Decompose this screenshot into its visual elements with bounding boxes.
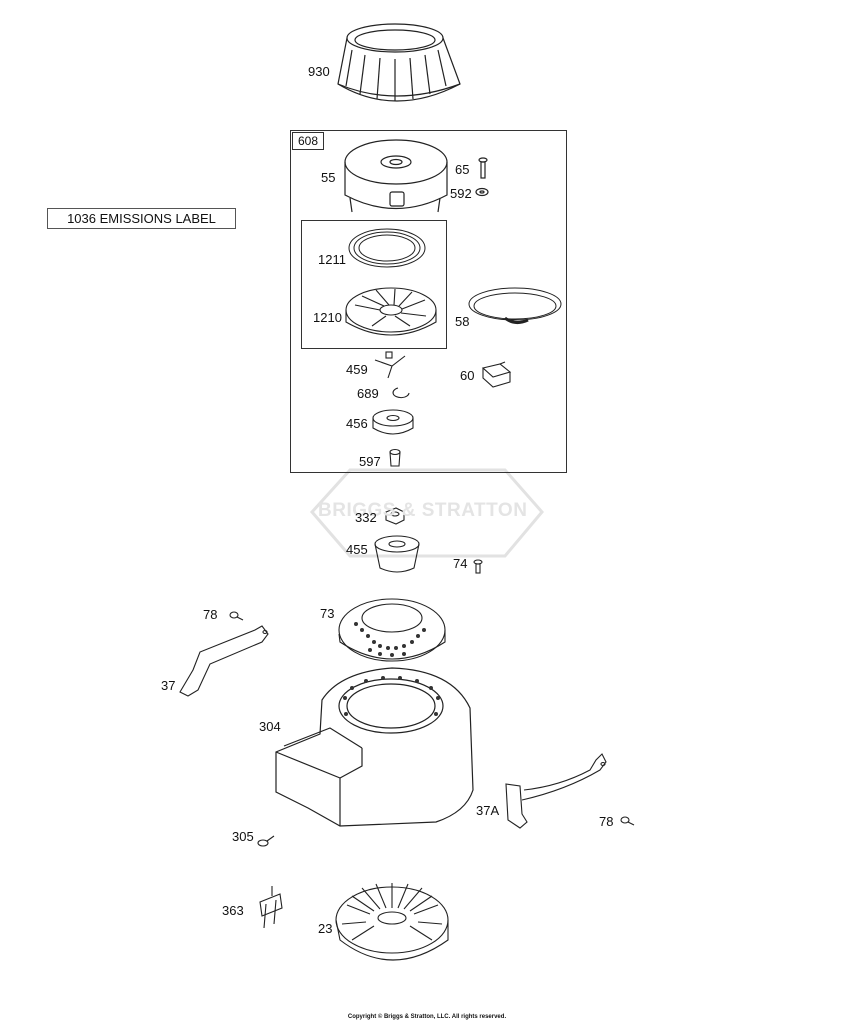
part-78-bolt-left [229,611,244,621]
callout-459: 459 [346,362,368,377]
callout-455: 455 [346,542,368,557]
part-73-screen [338,598,446,662]
callout-23: 23 [318,921,333,936]
callout-304: 304 [259,719,281,734]
copyright-text: Copyright © Briggs & Stratton, LLC. All … [347,1014,507,1020]
part-60-handle [481,361,512,388]
part-689-ring [392,387,410,399]
part-930-ring [337,23,461,102]
part-1210-pulley [345,287,437,336]
part-459-dog [374,351,406,379]
group-608-label: 608 [292,132,324,150]
part-58-rope [468,287,562,325]
callout-363: 363 [222,903,244,918]
part-332-nut [385,507,405,525]
callout-60: 60 [460,368,475,383]
callout-1210: 1210 [313,310,342,325]
callout-597: 597 [359,454,381,469]
callout-37A: 37A [476,803,500,818]
pulley-subgroup-box [301,220,447,349]
part-73-holes [354,622,426,657]
emissions-label: 1036 EMISSIONS LABEL [47,208,236,229]
part-78-bolt-right [620,816,635,826]
group-608-box [290,130,567,473]
part-592-nut [475,187,489,197]
part-363-bracket [259,886,283,929]
part-597-screw [389,448,401,467]
part-65-screw [478,157,488,179]
callout-55: 55 [321,170,336,185]
part-37A-baffle [505,753,607,829]
callout-58: 58 [455,314,470,329]
watermark-outline [309,468,544,558]
callout-456: 456 [346,416,368,431]
callout-930: 930 [308,64,330,79]
part-456-retainer [372,409,414,435]
part-1211-spring [348,228,426,268]
watermark-text: BRIGGS & STRATTON [318,500,528,521]
callout-592: 592 [450,186,472,201]
part-55-starter-housing [344,139,448,213]
part-74-screw [473,559,483,574]
callout-37: 37 [161,678,176,693]
callout-74: 74 [453,556,468,571]
callout-1211: 1211 [318,252,346,267]
part-304-holes [343,676,440,716]
callout-305: 305 [232,829,254,844]
part-455-cup [374,535,420,573]
callout-332: 332 [355,510,377,525]
part-305-screw [257,835,275,847]
callout-78-left: 78 [203,607,218,622]
callout-65: 65 [455,162,470,177]
callout-689: 689 [357,386,379,401]
callout-78-right: 78 [599,814,614,829]
part-23-flywheel [335,883,449,961]
callout-73: 73 [320,606,335,621]
part-304-blower-housing [275,667,474,827]
part-37-baffle [179,625,269,697]
